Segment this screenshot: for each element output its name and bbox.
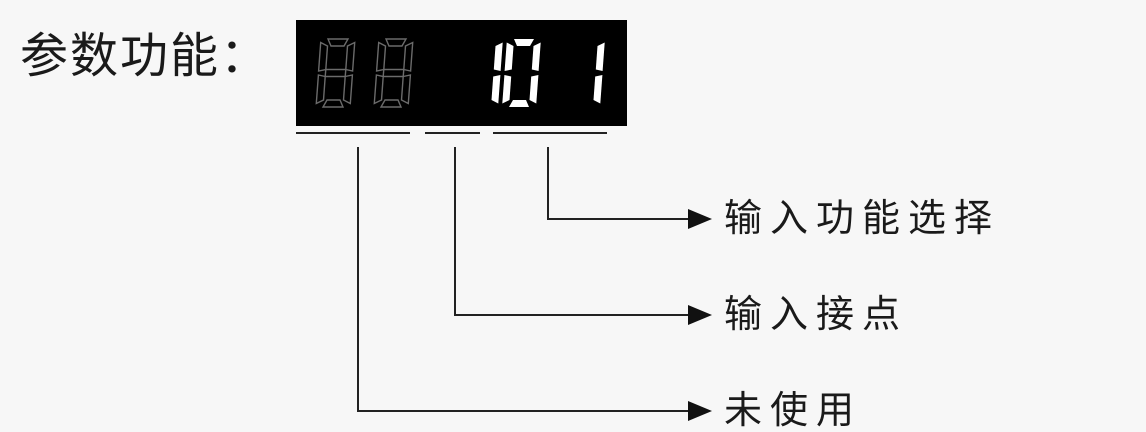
connector-contact	[454, 147, 688, 316]
segment-c	[593, 75, 603, 104]
segment-digit-2	[373, 38, 414, 108]
segment-b	[493, 42, 503, 71]
connector-function	[547, 147, 688, 220]
callout-input-contact: 输入接点	[724, 292, 909, 336]
segment-a	[514, 39, 534, 46]
parameter-function-title: 参数功能：	[20, 28, 271, 84]
callout-unused: 未使用	[724, 388, 863, 432]
segment-b	[403, 41, 414, 72]
segment-b	[595, 42, 605, 71]
segment-e	[315, 74, 326, 105]
segment-g	[382, 68, 405, 78]
segment-e	[502, 75, 512, 104]
connector-unused	[357, 147, 688, 412]
segment-digit-4	[491, 42, 503, 104]
segment-e	[373, 74, 384, 105]
arrow-unused	[688, 401, 712, 421]
segment-c	[529, 75, 539, 104]
segment-c	[342, 74, 354, 105]
seven-segment-display	[296, 20, 627, 126]
segment-a	[326, 38, 350, 47]
segment-digits	[315, 38, 605, 108]
segment-g	[324, 68, 347, 78]
segment-d	[379, 99, 403, 108]
segment-d	[509, 100, 529, 107]
segment-c	[491, 75, 501, 104]
callout-input-function-select: 输入功能选择	[724, 196, 1001, 240]
arrow-function	[688, 209, 712, 229]
segment-b	[345, 41, 356, 72]
arrow-contact	[688, 305, 712, 325]
segment-digit-1	[315, 38, 356, 108]
segment-c	[400, 74, 412, 105]
segment-a	[384, 38, 408, 47]
segment-digit-6	[593, 42, 605, 104]
segment-b	[531, 42, 541, 71]
segment-digit-5	[502, 39, 541, 107]
segment-d	[321, 99, 345, 108]
segment-f	[504, 42, 514, 71]
